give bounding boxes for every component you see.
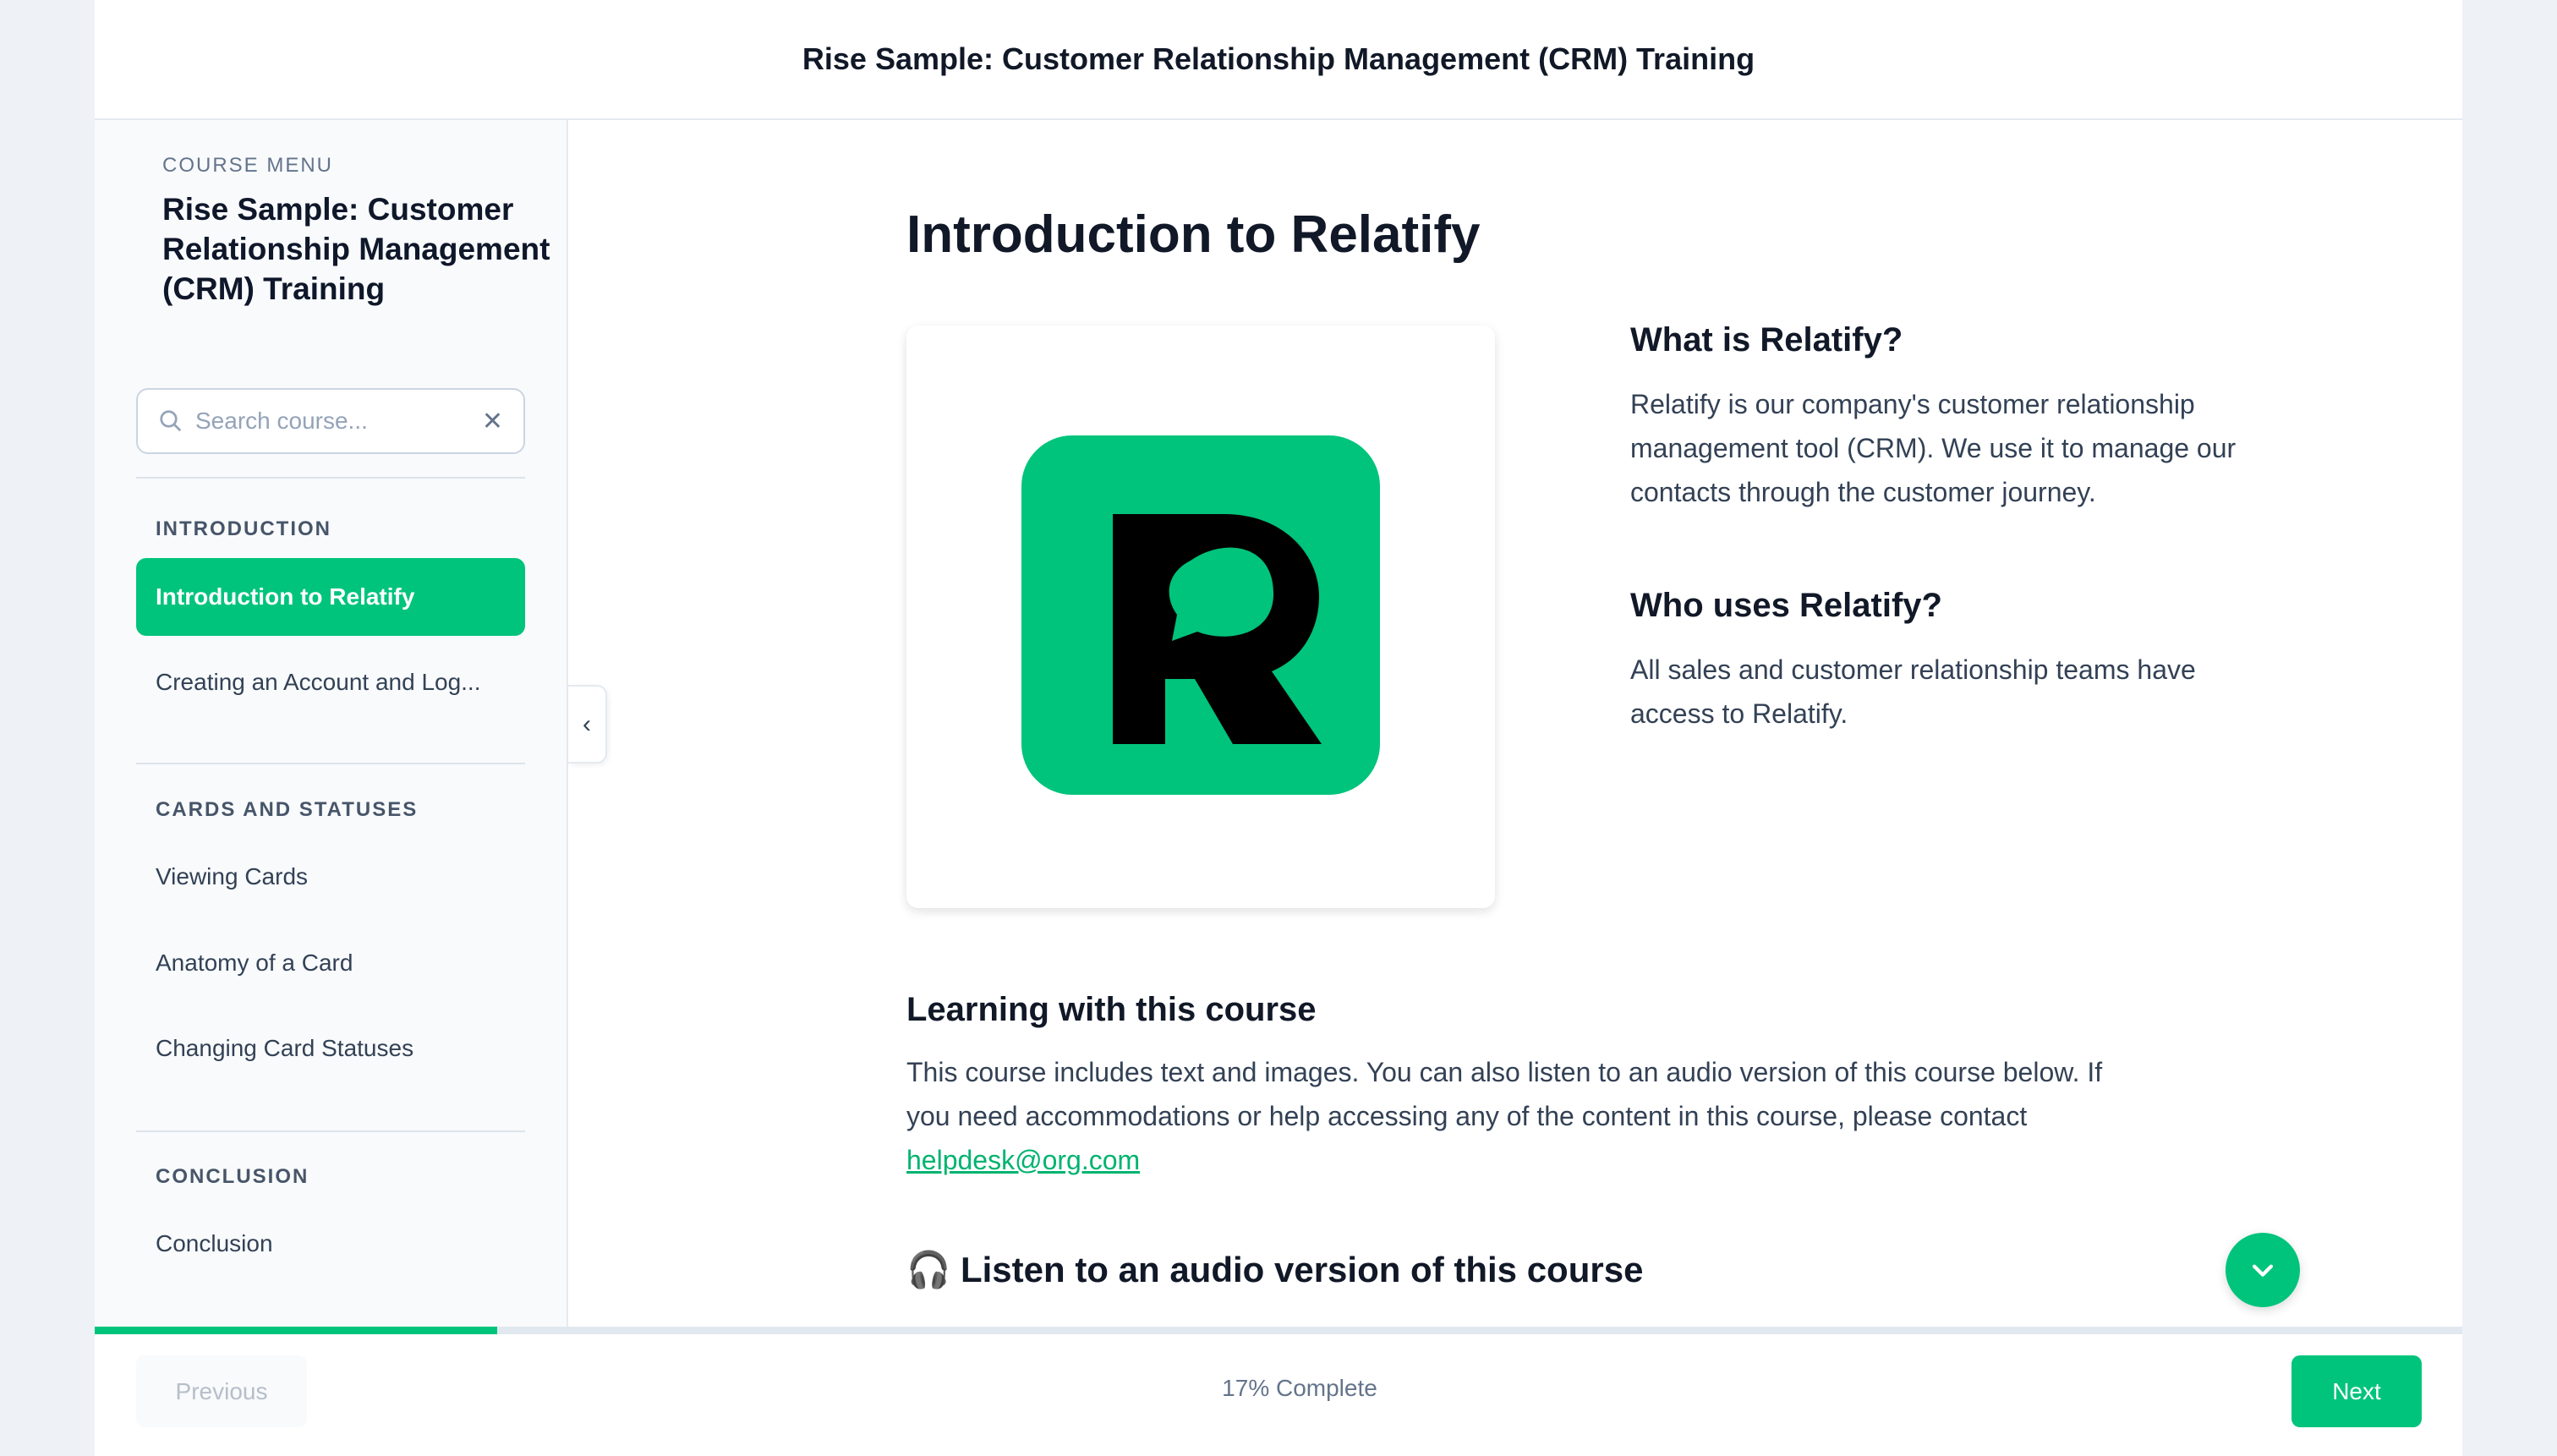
image-card	[906, 326, 1495, 908]
sidebar-item-creating-account[interactable]: Creating an Account and Log...	[156, 669, 481, 695]
helpdesk-email-link[interactable]: helpdesk@org.com	[906, 1145, 1141, 1175]
search-icon	[160, 410, 182, 432]
relatify-logo	[1021, 435, 1380, 795]
course-title: Rise Sample: Customer Relationship Manag…	[162, 192, 550, 306]
course-menu-label: COURSE MENU	[162, 154, 334, 177]
chevron-left-icon: ‹	[583, 709, 591, 738]
sidebar-item-introduction-to-relatify[interactable]: Introduction to Relatify	[136, 558, 525, 636]
progress-text: 17% Complete	[1222, 1375, 1377, 1401]
section-introduction: INTRODUCTION	[156, 517, 331, 540]
what-heading: What is Relatify?	[1630, 321, 1903, 359]
sidebar-item-conclusion[interactable]: Conclusion	[156, 1230, 273, 1256]
previous-button[interactable]: Previous	[136, 1355, 307, 1427]
headphones-icon: 🎧	[906, 1250, 951, 1289]
chevron-down-icon	[2252, 1264, 2274, 1277]
progress-fill	[95, 1327, 497, 1334]
section-cards-and-statuses: CARDS AND STATUSES	[156, 798, 419, 821]
header-title: Rise Sample: Customer Relationship Manag…	[802, 41, 1755, 76]
learning-text: This course includes text and images. Yo…	[906, 1050, 2141, 1182]
sidebar-item-anatomy-of-a-card[interactable]: Anatomy of a Card	[156, 950, 353, 976]
divider	[136, 763, 525, 764]
app-window: Rise Sample: Customer Relationship Manag…	[95, 0, 2462, 1456]
scroll-down-button[interactable]	[2226, 1233, 2300, 1307]
course-sidebar: COURSE MENU Rise Sample: Customer Relati…	[95, 120, 568, 1327]
learning-heading: Learning with this course	[906, 991, 1317, 1028]
progress-bar	[95, 1327, 2462, 1334]
who-text: All sales and customer relationship team…	[1630, 654, 2196, 729]
lesson-content: Introduction to Relatify What is Relatif…	[568, 120, 2462, 1327]
divider	[136, 1130, 525, 1132]
next-button[interactable]: Next	[2291, 1355, 2422, 1427]
search-input[interactable]: Search course... ✕	[136, 388, 525, 454]
divider	[136, 477, 525, 479]
sidebar-item-changing-card-statuses[interactable]: Changing Card Statuses	[156, 1035, 414, 1061]
section-conclusion: CONCLUSION	[156, 1165, 309, 1188]
footer-nav: Previous 17% Complete Next	[95, 1334, 2462, 1456]
learning-body: This course includes text and images. Yo…	[906, 1057, 2103, 1131]
lesson-title: Introduction to Relatify	[906, 205, 1481, 264]
audio-heading: 🎧 Listen to an audio version of this cou…	[906, 1250, 1643, 1291]
collapse-sidebar-button[interactable]: ‹	[568, 685, 607, 764]
search-placeholder: Search course...	[195, 408, 368, 434]
close-icon[interactable]: ✕	[481, 407, 503, 435]
sidebar-item-viewing-cards[interactable]: Viewing Cards	[156, 863, 309, 889]
who-heading: Who uses Relatify?	[1630, 587, 1942, 624]
what-text: Relatify is our company's customer relat…	[1630, 389, 2237, 507]
audio-heading-text: Listen to an audio version of this cours…	[960, 1250, 1644, 1289]
course-header: Rise Sample: Customer Relationship Manag…	[95, 0, 2462, 120]
